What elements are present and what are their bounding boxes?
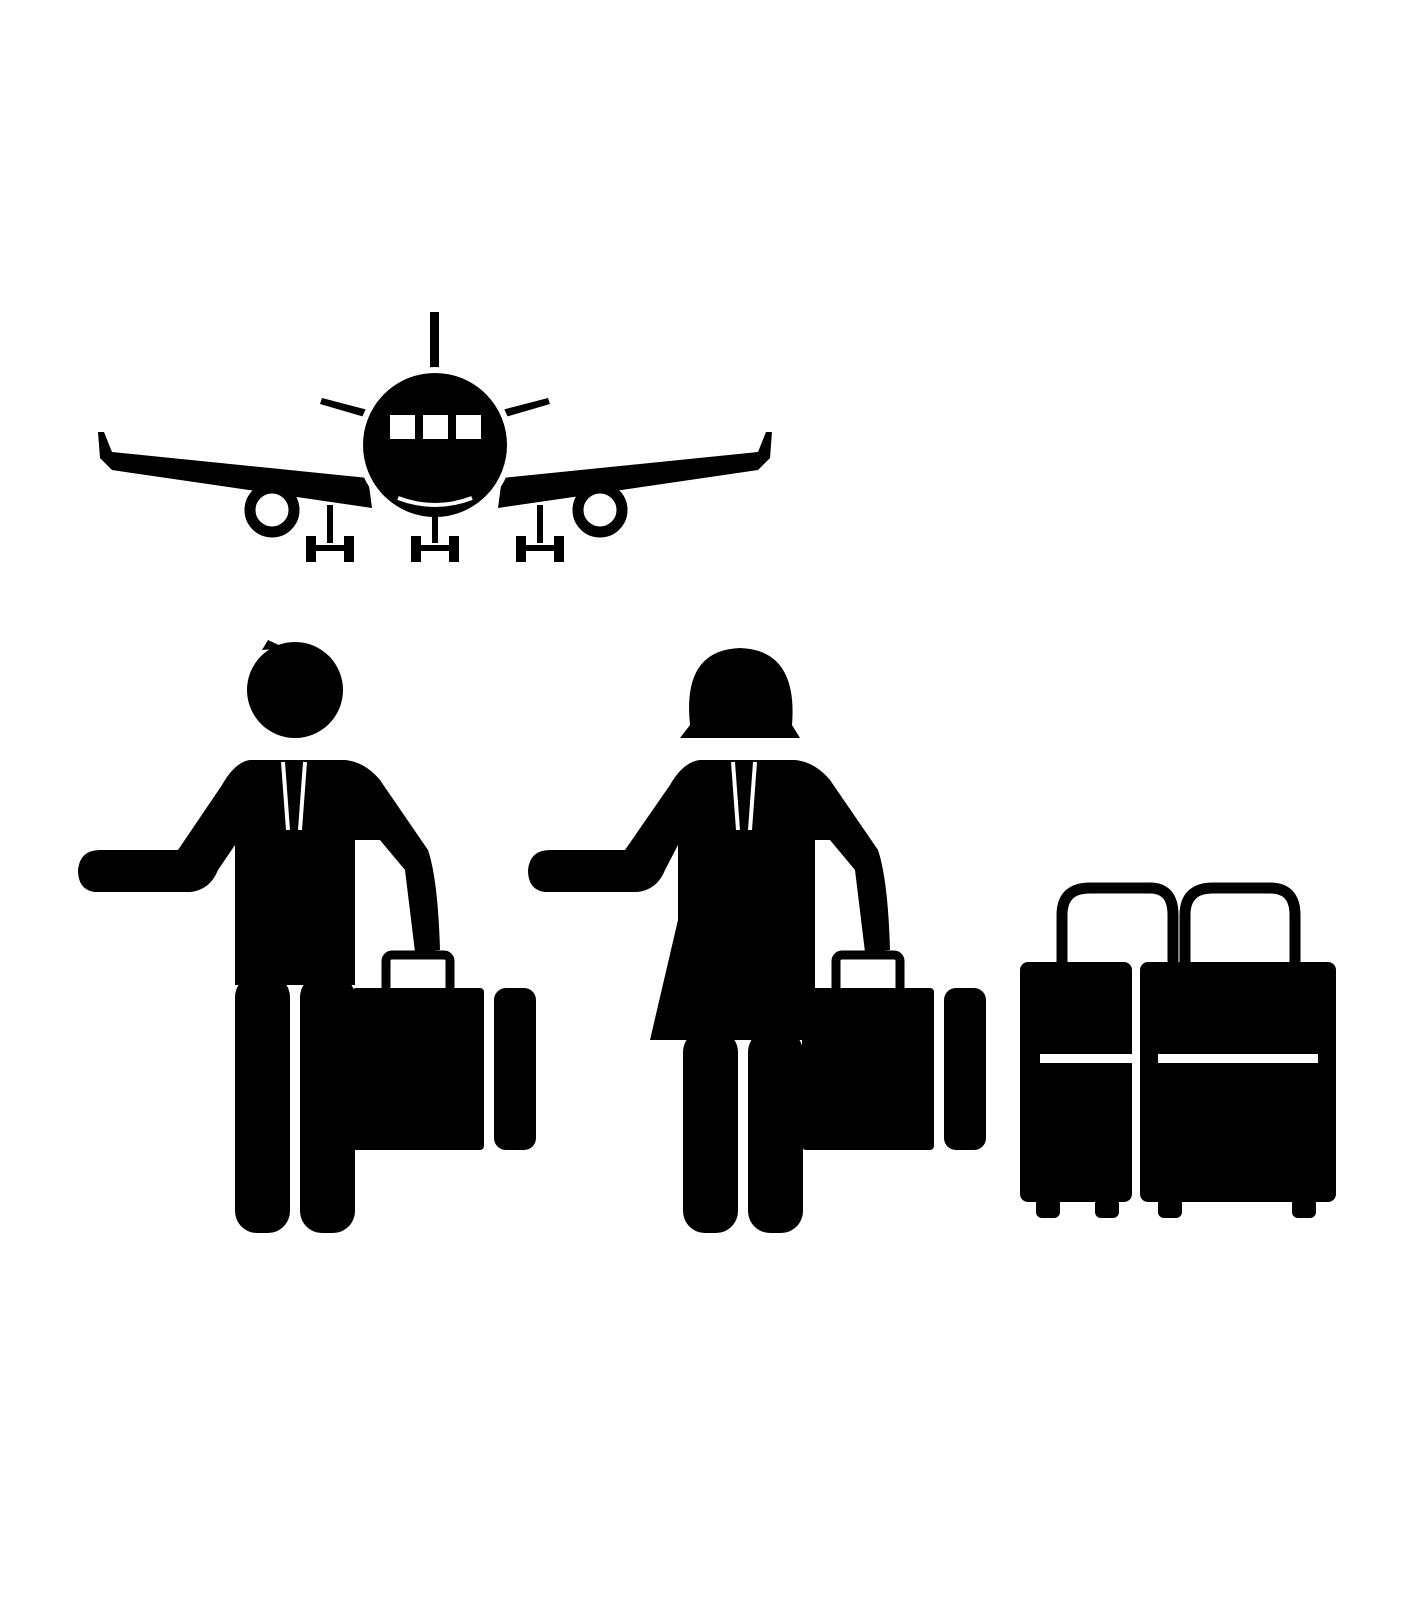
rolling-suitcase-icon xyxy=(1140,882,1336,1218)
airplane-left-engine xyxy=(244,482,300,538)
man-tie xyxy=(281,761,307,831)
suitcase-wheel xyxy=(1095,1198,1119,1218)
airplane-nose-line xyxy=(397,496,473,507)
briefcase-end xyxy=(944,988,986,1150)
suitcase-stripe xyxy=(1158,1054,1318,1063)
suitcase-body xyxy=(1020,962,1132,1202)
man-right-leg xyxy=(300,975,355,1233)
woman-leg-gap xyxy=(738,1040,748,1235)
suitcase-stripe xyxy=(1040,1054,1132,1063)
man-leg-gap xyxy=(290,985,300,1235)
man-torso-arms xyxy=(78,760,440,985)
woman-torso-skirt xyxy=(528,760,890,1040)
airplane-right-engine xyxy=(572,482,628,538)
man-head xyxy=(247,642,343,738)
woman-tie xyxy=(731,761,757,831)
woman-head-hair xyxy=(680,648,800,738)
airplane-window xyxy=(456,415,481,439)
rolling-suitcase-icon xyxy=(1020,882,1179,1218)
suitcase-wheel xyxy=(1036,1198,1060,1218)
briefcase-body xyxy=(352,988,484,1150)
airplane-left-wing xyxy=(98,432,372,508)
airplane-tail-fin xyxy=(430,312,439,370)
woman-left-leg xyxy=(683,1030,738,1233)
briefcase-icon xyxy=(352,950,536,1150)
airplane-landing-gear xyxy=(306,505,564,562)
man-left-leg xyxy=(235,975,290,1233)
suitcase-handle xyxy=(1179,882,1301,965)
briefcase-body xyxy=(802,988,934,1150)
woman-right-leg xyxy=(748,1030,803,1233)
airplane-window xyxy=(423,415,448,439)
businessman-icon xyxy=(78,640,440,1235)
briefcase-end xyxy=(494,988,536,1150)
businesswoman-icon xyxy=(528,648,890,1235)
airplane-right-wing xyxy=(498,432,772,508)
suitcase-wheel xyxy=(1158,1198,1182,1218)
briefcase-icon xyxy=(802,950,986,1150)
suitcase-body xyxy=(1140,962,1336,1202)
man-hair-tuft xyxy=(262,640,285,650)
airplane-icon xyxy=(98,312,772,562)
suitcase-wheel xyxy=(1292,1198,1316,1218)
airplane-fuselage xyxy=(357,367,513,523)
suitcase-handle xyxy=(1056,882,1179,965)
airplane-window xyxy=(390,415,415,439)
